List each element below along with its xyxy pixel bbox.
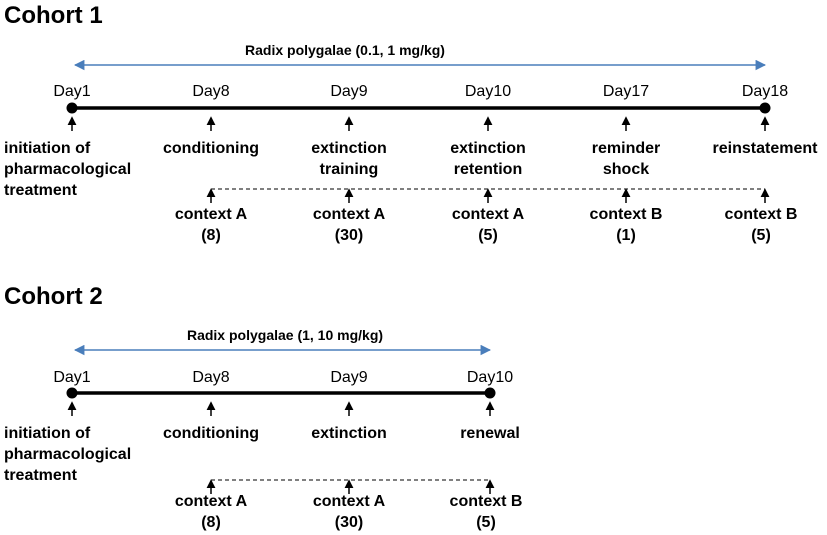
cohort2-context-day8: context A (8): [175, 491, 247, 533]
cohort1-title: Cohort 1: [4, 2, 103, 29]
cohort2-day-1: Day1: [53, 369, 91, 386]
context-count: (5): [751, 227, 771, 244]
cohort2-event-arrows: [67, 401, 495, 416]
cohort2-day-9: Day9: [330, 369, 368, 386]
context-count: (8): [201, 227, 221, 244]
cohort2-context-day10: context B (5): [450, 491, 523, 533]
cohort2-day-8: Day8: [192, 369, 230, 386]
cohort2-context-arrows: [206, 479, 495, 494]
cohort1-context-arrows: [206, 188, 770, 203]
context-name: context A: [174, 493, 248, 510]
context-name: context B: [724, 206, 798, 223]
cohort2-event-renewal: renewal: [460, 425, 520, 442]
cohort2-context-day9: context A (30): [313, 491, 385, 533]
cohort2-event-conditioning: conditioning: [163, 425, 259, 442]
cohort2-end-dot: [484, 387, 496, 399]
cohort1-start-dot: [66, 102, 78, 114]
cohort1-context-day8: context A (8): [175, 204, 247, 246]
context-count: (8): [201, 514, 221, 531]
cohort1-day-8: Day8: [192, 83, 230, 100]
cohort1-context-day9: context A (30): [313, 204, 385, 246]
cohort1-day-10: Day10: [464, 83, 512, 100]
cohort2-drug-label: Radix polygalae (1, 10 mg/kg): [186, 327, 384, 343]
cohort1-day-18: Day18: [741, 83, 789, 100]
context-name: context A: [312, 206, 386, 223]
cohort1-day-1: Day1: [53, 83, 91, 100]
context-name: context B: [589, 206, 663, 223]
cohort2-event-extinction: extinction: [311, 425, 387, 442]
cohort1-end-dot: [759, 102, 771, 114]
cohort1-event-conditioning: conditioning: [163, 140, 259, 157]
context-count: (5): [478, 227, 498, 244]
context-count: (30): [334, 514, 364, 531]
cohort2-start-dot: [66, 387, 78, 399]
context-name: context B: [449, 493, 523, 510]
cohort1-context-day10: context A (5): [452, 204, 524, 246]
cohort1-event-reinstatement: reinstatement: [712, 140, 818, 157]
cohort1-event-arrows: [67, 116, 770, 131]
context-name: context A: [451, 206, 525, 223]
cohort2-day-10: Day10: [466, 369, 514, 386]
cohort1-day-17: Day17: [602, 83, 650, 100]
cohort1-context-day17: context B (1): [590, 204, 663, 246]
context-count: (30): [334, 227, 364, 244]
context-count: (1): [616, 227, 636, 244]
cohort2-title: Cohort 2: [4, 283, 103, 310]
cohort1-context-day18: context B (5): [725, 204, 798, 246]
context-count: (5): [476, 514, 496, 531]
context-name: context A: [312, 493, 386, 510]
cohort1-day-9: Day9: [330, 83, 368, 100]
cohort1-drug-label: Radix polygalae (0.1, 1 mg/kg): [245, 42, 445, 58]
context-name: context A: [174, 206, 248, 223]
